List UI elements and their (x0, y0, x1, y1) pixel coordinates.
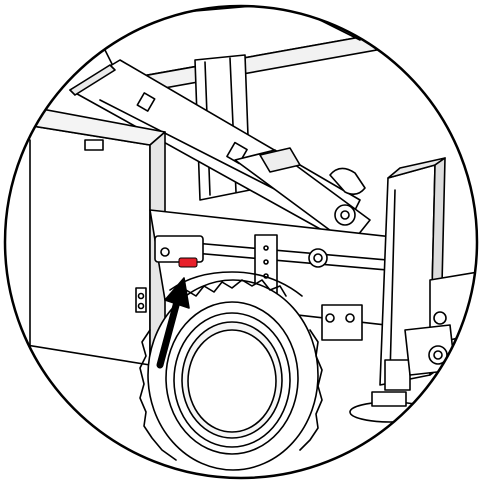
red-marker (178, 257, 198, 268)
hydraulic-cylinder (234, 147, 371, 246)
wheel (139, 271, 323, 471)
up-arrow-icon (156, 277, 190, 369)
left-housing (5, 104, 166, 366)
detail-circle-frame (3, 4, 479, 480)
